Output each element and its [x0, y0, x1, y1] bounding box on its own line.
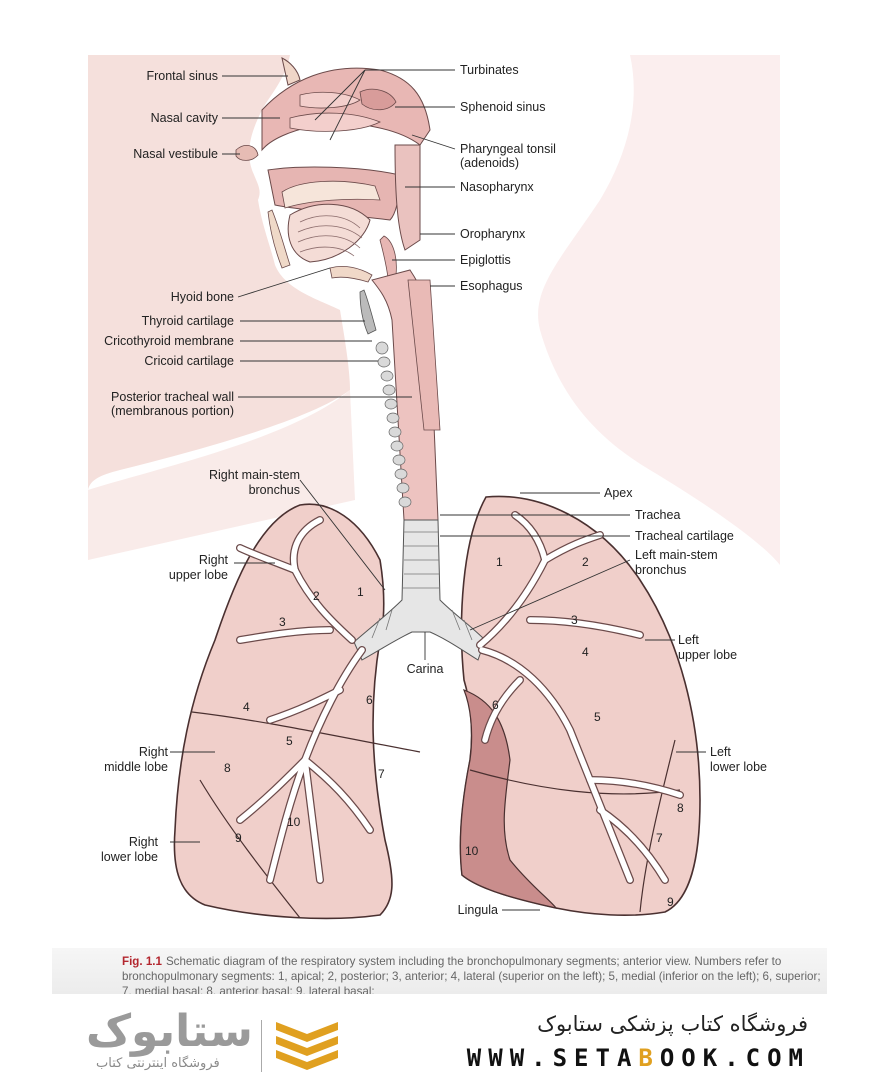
- label-frontal-sinus: Frontal sinus: [146, 69, 218, 83]
- label-tracheal-cartilage: Tracheal cartilage: [635, 529, 734, 543]
- segment-number: 7: [656, 831, 663, 845]
- segment-number: 10: [465, 844, 479, 858]
- label-trachea: Trachea: [635, 508, 680, 522]
- label-cricoid-cartilage: Cricoid cartilage: [144, 354, 234, 368]
- diagram-svg: Frontal sinus Nasal cavity Nasal vestibu…: [88, 55, 780, 920]
- label-left-upper-lobe: Left: [678, 633, 699, 647]
- segment-number: 1: [357, 585, 364, 599]
- label-sphenoid-sinus: Sphenoid sinus: [460, 100, 545, 114]
- label-adenoids: (adenoids): [460, 156, 519, 170]
- left-bronchial-tree: [476, 511, 684, 884]
- segment-number: 9: [667, 895, 674, 909]
- label-left-main-stem: Left main-stem: [635, 548, 718, 562]
- label-epiglottis: Epiglottis: [460, 253, 511, 267]
- segment-number: 6: [366, 693, 373, 707]
- label-left-lower-lobe: Left: [710, 745, 731, 759]
- figure-number: Fig. 1.1: [122, 955, 162, 968]
- segment-number: 5: [594, 710, 601, 724]
- label-right-main-stem: Right main-stem: [209, 468, 300, 482]
- label-nasal-cavity: Nasal cavity: [151, 111, 219, 125]
- logo-divider: [261, 1020, 262, 1072]
- label-left-upper-lobe-2: upper lobe: [678, 648, 737, 662]
- label-esophagus: Esophagus: [460, 279, 523, 293]
- trachea-column: [359, 269, 441, 521]
- url-highlight: B: [638, 1044, 660, 1072]
- label-right-main-stem-bronchus: bronchus: [249, 483, 300, 497]
- main-bronchi: [353, 519, 486, 661]
- label-left-lower-lobe-2: lower lobe: [710, 760, 767, 774]
- upper-airway: [235, 57, 431, 283]
- label-nasopharynx: Nasopharynx: [460, 180, 534, 194]
- lingula: [459, 688, 558, 909]
- segment-number: 8: [224, 761, 231, 775]
- segment-number: 2: [313, 589, 320, 603]
- segment-number: 10: [287, 815, 301, 829]
- segment-number: 9: [235, 831, 242, 845]
- respiratory-diagram: Frontal sinus Nasal cavity Nasal vestibu…: [88, 55, 780, 920]
- segment-number: 4: [243, 700, 250, 714]
- store-url: WWW.SETABOOK.COM: [467, 1044, 810, 1072]
- label-thyroid-cartilage: Thyroid cartilage: [142, 314, 234, 328]
- segment-number: 8: [677, 801, 684, 815]
- url-part1: WWW.SETA: [466, 1044, 639, 1072]
- label-hyoid-bone: Hyoid bone: [171, 290, 234, 304]
- shoulder-left: [88, 390, 355, 560]
- label-membranous-portion: (membranous portion): [111, 404, 234, 418]
- right-labels: Turbinates Sphenoid sinus Pharyngeal ton…: [407, 63, 767, 917]
- right-oblique-fissure: [199, 779, 301, 919]
- store-name: فروشگاه کتاب پزشکی ستابوک: [537, 1012, 808, 1036]
- left-oblique-fissure: [469, 769, 681, 795]
- segment-number: 6: [492, 698, 499, 712]
- label-nasal-vestibule: Nasal vestibule: [133, 147, 218, 161]
- label-left-main-stem-bronchus: bronchus: [635, 563, 686, 577]
- segment-number: 2: [582, 555, 589, 569]
- label-pharyngeal-tonsil: Pharyngeal tonsil: [460, 142, 556, 156]
- label-carina: Carina: [407, 662, 444, 676]
- book-logo-icon: [276, 1022, 338, 1070]
- label-right-upper-lobe-2: upper lobe: [169, 568, 228, 582]
- right-bronchial-tree: [236, 516, 374, 884]
- left-segment-numbers: 1 2 3 4 5 6 7 8 9 10: [465, 555, 684, 909]
- caption-text: Schematic diagram of the respiratory sys…: [122, 955, 821, 994]
- label-turbinates: Turbinates: [460, 63, 519, 77]
- label-right-middle-lobe-2: middle lobe: [104, 760, 168, 774]
- segment-number: 1: [496, 555, 503, 569]
- right-middle-lobe-fissure: [191, 711, 421, 753]
- right-segment-numbers: 1 2 3 4 5 6 7 8 9 10: [224, 585, 385, 845]
- head-neck-silhouette: [88, 55, 780, 565]
- segment-number: 3: [279, 615, 286, 629]
- store-logo-subtitle: فروشگاه اینترنتی کتاب: [96, 1056, 220, 1071]
- segment-number: 7: [378, 767, 385, 781]
- label-apex: Apex: [604, 486, 633, 500]
- label-right-middle-lobe: Right: [139, 745, 169, 759]
- label-posterior-tracheal-wall: Posterior tracheal wall: [111, 390, 234, 404]
- label-lingula: Lingula: [458, 903, 498, 917]
- label-right-upper-lobe: Right: [199, 553, 229, 567]
- url-part2: OOK.COM: [659, 1044, 810, 1072]
- label-oropharynx: Oropharynx: [460, 227, 526, 241]
- segment-number: 3: [571, 613, 578, 627]
- left-lower-fissure: [639, 739, 676, 913]
- left-labels: Frontal sinus Nasal cavity Nasal vestibu…: [101, 69, 300, 864]
- label-right-lower-lobe-2: lower lobe: [101, 850, 158, 864]
- segment-number: 5: [286, 734, 293, 748]
- store-logo-text: ستابوک: [86, 1006, 253, 1057]
- segment-number: 4: [582, 645, 589, 659]
- leader-lines: [170, 69, 706, 911]
- label-cricothyroid-membrane: Cricothyroid membrane: [104, 334, 234, 348]
- head-background: [88, 55, 350, 490]
- label-right-lower-lobe: Right: [129, 835, 159, 849]
- store-footer: ستابوک فروشگاه اینترنتی کتاب فروشگاه کتا…: [0, 1000, 876, 1080]
